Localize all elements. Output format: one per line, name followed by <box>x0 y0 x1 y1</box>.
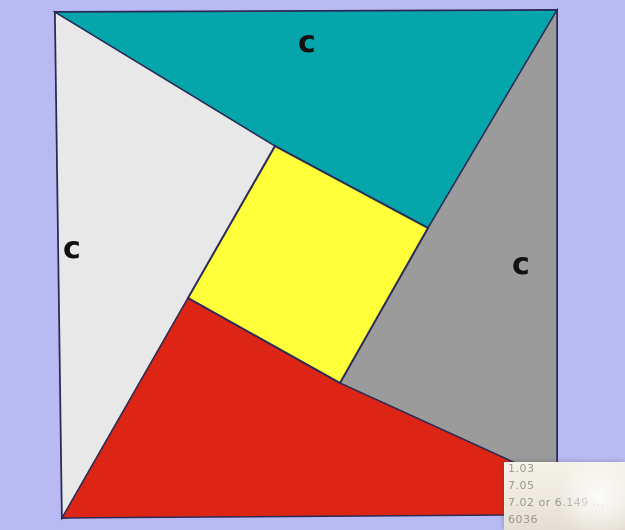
center-square <box>186 144 430 385</box>
note-line-1: 1.03 <box>508 462 535 475</box>
handwritten-note: 1.03 7.05 7.02 or 6.149 ... 6036 <box>504 462 625 530</box>
note-line-2: 7.05 <box>508 479 535 492</box>
right-triangle-label: c <box>512 247 530 282</box>
bottom-triangle <box>60 296 559 519</box>
top-triangle-label: c <box>298 25 316 60</box>
note-line-4: 6036 <box>508 513 538 526</box>
note-glare <box>554 462 625 530</box>
left-triangle-label: c <box>63 231 81 266</box>
